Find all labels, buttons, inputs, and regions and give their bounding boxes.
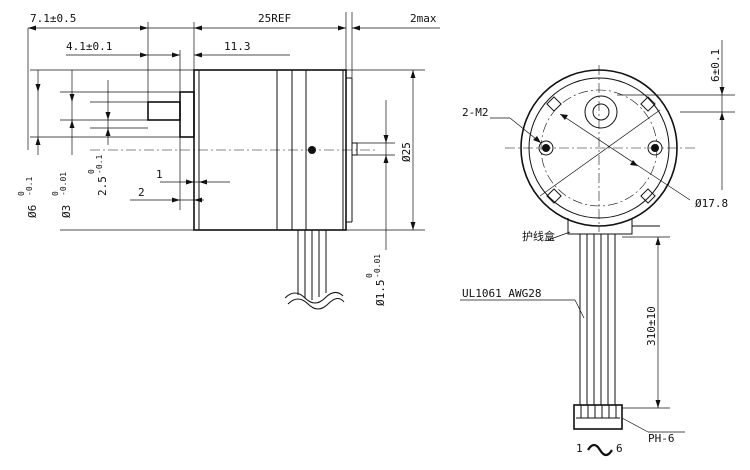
dim-body-length: 25REF [258, 12, 291, 25]
dim-body-dia: Ø25 [400, 142, 413, 162]
label-mount-holes: 2-M2 [462, 106, 489, 119]
mount-hole-left [538, 140, 554, 156]
dim-tab-dia: Ø1.5 [374, 280, 387, 307]
dim-rear-max: 2max [410, 12, 437, 25]
shaft-end [592, 103, 610, 121]
dim-shaft-length: 7.1±0.5 [30, 12, 76, 25]
label-wire-spec: UL1061 AWG28 [462, 287, 541, 300]
dim-boss-tol-upper: 0 [17, 191, 26, 196]
output-shaft [147, 101, 181, 121]
dim-1: 1 [156, 168, 163, 181]
label-connector: PH-6 [648, 432, 675, 445]
dim-boss-tol-lower: -0.1 [25, 177, 34, 196]
dim-flat: 2.5 [96, 176, 109, 196]
dim-boss-dia: Ø6 [26, 205, 39, 218]
label-pin-start: 1 [576, 442, 583, 455]
side-view: 7.1±0.5 25REF 2max 4.1±0.1 11.3 Ø6 0 [17, 12, 440, 310]
dim-shaft-offset: 6±0.1 [709, 49, 722, 82]
label-pin-end: 6 [616, 442, 623, 455]
dim-bolt-circle: Ø17.8 [695, 197, 728, 210]
front-view: Ø17.8 2-M2 6±0.1 护线盒 UL1061 AWG28 [460, 40, 735, 457]
dim-shaft-tol-upper: 0 [51, 191, 60, 196]
dim-flat-tol-upper: 0 [87, 169, 96, 174]
dim-tab-tol-upper: 0 [365, 273, 374, 278]
dim-flat-tol-lower: -0.1 [95, 155, 104, 174]
dim-shaft-tol-lower: -0.01 [59, 172, 68, 196]
range-tilde [587, 443, 613, 457]
dim-2: 2 [138, 186, 145, 199]
dim-shaft-dia: Ø3 [60, 205, 73, 218]
front-boss [179, 91, 195, 138]
wire-break-mark [284, 292, 344, 304]
dim-tab-tol-lower: -0.01 [373, 254, 382, 278]
dim-wire-length: 310±10 [645, 306, 658, 346]
dim-shaft-exposed: 4.1±0.1 [66, 40, 112, 53]
connector-ph6 [573, 404, 623, 430]
dim-11-3: 11.3 [224, 40, 251, 53]
shaft-boss [584, 95, 618, 129]
label-wire-cover: 护线盒 [522, 229, 555, 243]
